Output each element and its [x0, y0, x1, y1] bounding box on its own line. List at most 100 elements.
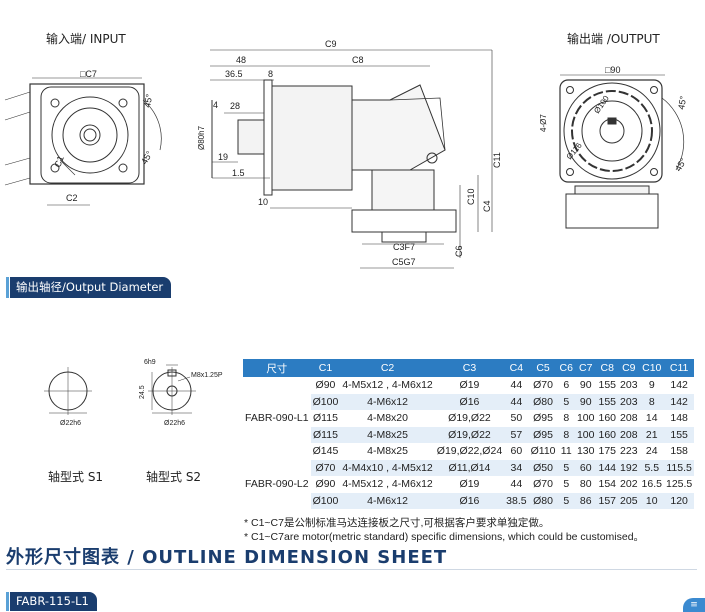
- table-cell: Ø16: [434, 393, 505, 410]
- table-cell: 4-M8x25: [367, 445, 408, 458]
- table-header-cell: C9: [618, 359, 640, 377]
- shaft-s2-label: 轴型式 S2: [146, 470, 202, 484]
- shaft-s2-dia: Ø22h6: [164, 420, 185, 427]
- input-view-drawing: [4, 77, 162, 206]
- table-cell: Ø95: [533, 412, 553, 425]
- output-116-label: Ø116: [565, 141, 584, 162]
- table-cell: 142: [663, 393, 695, 410]
- table-cell: 6: [563, 379, 570, 392]
- table-cell: 100: [576, 412, 595, 425]
- table-cell: 60: [510, 445, 523, 458]
- outline-drawings: □C7 C1 C2 45° 45° C9 C8 48 36.5 8 4 28 Ø…: [4, 40, 689, 269]
- table-cell: 203: [618, 393, 640, 410]
- side-c3-label: C3F7: [393, 242, 415, 252]
- table-cell: 192: [618, 459, 640, 476]
- table-cell: 9: [648, 379, 655, 392]
- table-header-cell: C1: [310, 359, 341, 377]
- table-cell: 60: [574, 459, 597, 476]
- side-19-label: 19: [218, 152, 228, 162]
- table-cell: 11: [560, 445, 572, 458]
- table-cell: Ø80: [528, 393, 558, 410]
- table-cell: Ø70: [533, 379, 553, 392]
- table-model-cell: FABR-090-L1: [243, 377, 311, 460]
- table-header-cell: C10: [639, 359, 664, 377]
- table-cell: 5: [557, 459, 575, 476]
- output-view-drawing: [559, 74, 685, 229]
- side-c11-label: C11: [492, 152, 502, 168]
- table-cell: Ø50: [528, 459, 558, 476]
- table-cell: 5: [557, 393, 575, 410]
- output-90-label: □90: [605, 65, 620, 75]
- table-cell: 10: [639, 492, 664, 509]
- table-cell: 5: [563, 478, 570, 491]
- input-view-title: 输入端/ INPUT: [46, 32, 126, 46]
- table-cell: Ø11,Ø14: [434, 459, 505, 476]
- output-100-label: Ø100: [592, 94, 611, 116]
- table-header-cell: C3: [434, 359, 505, 377]
- side-48-label: 48: [236, 55, 246, 65]
- table-cell: Ø100: [310, 393, 341, 410]
- side-c9-label: C9: [325, 40, 337, 49]
- table-cell: 205: [618, 492, 640, 509]
- table-cell: 125.5: [665, 478, 693, 491]
- table-cell: Ø90: [315, 379, 336, 392]
- table-cell: 202: [620, 478, 638, 491]
- table-header-cell: C8: [596, 359, 619, 377]
- table-header-cell: C4: [504, 359, 529, 377]
- table-cell: Ø100: [310, 492, 341, 509]
- table-cell: 50: [510, 412, 523, 425]
- output-view-title: 输出端 /OUTPUT: [567, 32, 660, 46]
- table-header-cell: 尺寸: [243, 359, 311, 377]
- table-cell: Ø80: [528, 492, 558, 509]
- table-cell: 208: [618, 426, 640, 443]
- table-header-cell: C11: [663, 359, 695, 377]
- table-cell: 8: [563, 412, 570, 425]
- table-cell: 57: [504, 426, 529, 443]
- table-cell: Ø16: [434, 492, 505, 509]
- sheet-divider: [6, 569, 697, 570]
- table-cell: 16.5: [641, 478, 662, 491]
- table-cell: 14: [645, 412, 658, 425]
- table-cell: Ø70: [533, 478, 553, 491]
- output-angle-label-b: 45°: [673, 156, 689, 173]
- output-hole-label: 4-Ø7: [539, 114, 548, 132]
- table-header-cell: C2: [340, 359, 435, 377]
- side-28-label: 28: [230, 101, 240, 111]
- table-cell: 160: [596, 426, 619, 443]
- table-cell: Ø19,Ø22,Ø24: [436, 445, 503, 458]
- table-cell: 4-M8x20: [367, 412, 408, 425]
- table-cell: 120: [663, 492, 695, 509]
- table-cell: Ø95: [528, 426, 558, 443]
- side-1-5-label: 1.5: [232, 168, 245, 178]
- table-cell: 148: [670, 412, 688, 425]
- table-cell: Ø110: [530, 445, 556, 458]
- table-header-cell: C5: [528, 359, 558, 377]
- table-cell: Ø115: [313, 412, 338, 425]
- side-10-label: 10: [258, 197, 268, 207]
- table-cell: 4-M8x25: [340, 426, 435, 443]
- table-cell: Ø19: [459, 379, 480, 392]
- side-36-5-label: 36.5: [225, 69, 243, 79]
- table-cell: 142: [670, 379, 688, 392]
- side-80-label: Ø80h7: [197, 125, 206, 150]
- side-view-drawing: [210, 49, 493, 269]
- shaft-s2-thread: M8x1.25P: [191, 372, 223, 379]
- shaft-s2-depth: 24.5: [139, 385, 146, 399]
- table-cell: Ø90: [315, 478, 336, 491]
- shaft-s2-key: 6h9: [144, 359, 156, 366]
- table-cell: 44: [510, 478, 523, 491]
- table-cell: Ø115: [310, 426, 341, 443]
- table-cell: 203: [620, 379, 638, 392]
- table-cell: 154: [598, 478, 617, 491]
- table-cell: 160: [598, 412, 617, 425]
- note-chinese: * C1~C7是公制标准马达连接板之尺寸,可根据客户要求单独定做。: [244, 517, 550, 529]
- table-cell: 4-M5x12 , 4-M6x12: [342, 478, 433, 491]
- table-cell: 208: [620, 412, 638, 425]
- side-8-label: 8: [268, 69, 273, 79]
- table-cell: 5: [557, 492, 575, 509]
- table-cell: 8: [557, 426, 575, 443]
